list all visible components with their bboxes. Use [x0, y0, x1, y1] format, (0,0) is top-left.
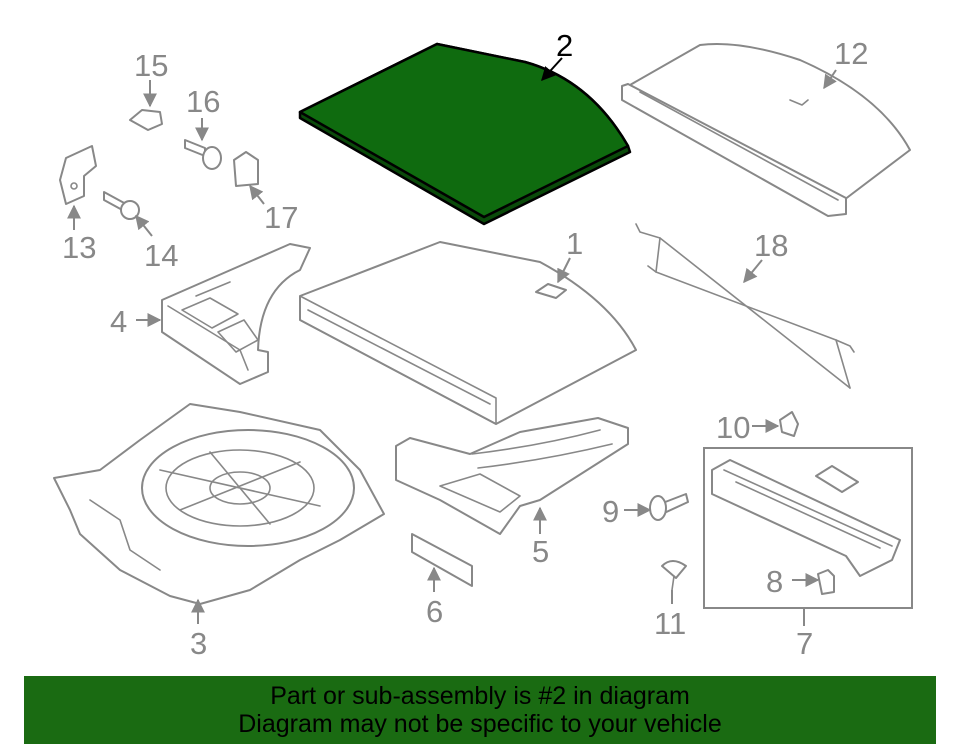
callout-18: 18 — [754, 228, 788, 263]
part-10-clip — [779, 411, 799, 437]
callout-13: 13 — [62, 230, 96, 265]
part-2-highlight-surface — [298, 42, 630, 219]
callout-9: 9 — [602, 494, 619, 529]
part-12-cargo-cover — [621, 43, 911, 217]
part-13-bracket — [59, 145, 97, 205]
banner-line-2: Diagram may not be specific to your vehi… — [238, 710, 722, 738]
part-8-clip — [817, 569, 835, 595]
part-9-bolt — [649, 493, 689, 521]
callout-5: 5 — [532, 534, 549, 569]
callout-3: 3 — [190, 626, 207, 661]
callout-2: 2 — [556, 28, 573, 63]
banner-line-1: Part or sub-assembly is #2 in diagram — [270, 682, 690, 710]
part-7-sill-assembly — [703, 447, 913, 609]
part-18-cargo-net — [635, 223, 855, 389]
part-15-clip — [129, 109, 163, 131]
parts-diagram: 1 2 3 4 5 6 7 8 9 10 11 12 13 14 15 16 1… — [53, 28, 913, 661]
callout-12: 12 — [834, 36, 868, 71]
part-1-floor-cover — [299, 241, 637, 425]
callout-1: 1 — [566, 226, 583, 261]
callout-14: 14 — [144, 238, 178, 273]
callout-16: 16 — [186, 84, 220, 119]
callout-15: 15 — [134, 48, 168, 83]
part-16-bolt — [184, 139, 222, 170]
callout-4: 4 — [110, 304, 127, 339]
part-17-bracket — [233, 151, 259, 187]
callout-11: 11 — [654, 606, 686, 641]
leader-lines — [67, 57, 837, 626]
part-5-support — [395, 417, 629, 535]
part-14-bolt — [103, 191, 140, 220]
callout-10: 10 — [716, 410, 750, 445]
callout-8: 8 — [766, 564, 783, 599]
callout-7: 7 — [796, 626, 813, 661]
part-2-panel[interactable] — [298, 42, 632, 226]
part-3-wheel-well — [53, 403, 385, 605]
part-11-pushpin — [661, 560, 687, 591]
callout-17: 17 — [264, 200, 298, 235]
part-4-support — [161, 243, 311, 385]
callout-6: 6 — [426, 594, 443, 629]
info-banner: Part or sub-assembly is #2 in diagram Di… — [24, 676, 936, 744]
part-6-strip — [411, 533, 473, 587]
